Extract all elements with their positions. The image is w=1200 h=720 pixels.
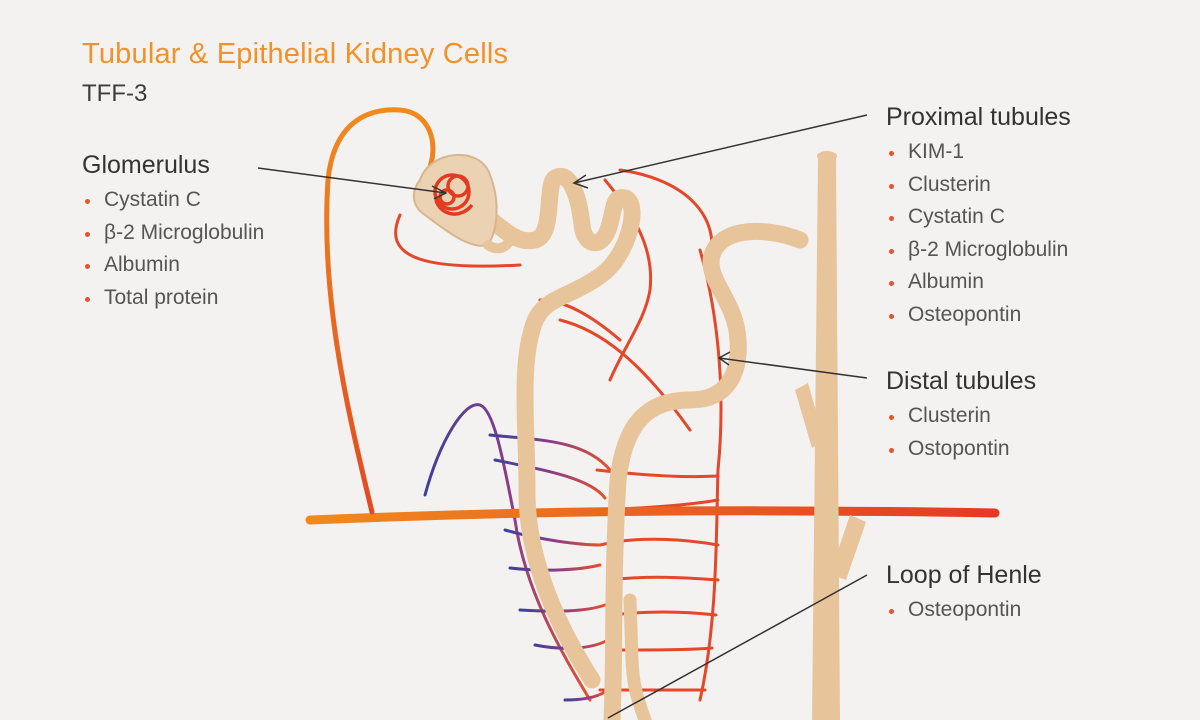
proximal-tubules-group: Proximal tubules KIM-1 Clusterin Cystati…	[886, 102, 1071, 331]
proximal-tubules-list: KIM-1 Clusterin Cystatin C β-2 Microglob…	[886, 136, 1071, 331]
list-item: Osteopontin	[886, 299, 1071, 332]
arcuate-vessels	[310, 497, 995, 520]
list-item: Clusterin	[886, 169, 1071, 202]
loop-of-henle-group: Loop of Henle Osteopontin	[886, 560, 1042, 627]
bullet-icon	[889, 151, 894, 156]
bullet-icon	[85, 297, 90, 302]
list-item-label: Clusterin	[908, 404, 991, 427]
list-item-label: Albumin	[908, 270, 984, 293]
list-item: KIM-1	[886, 136, 1071, 169]
afferent-arteriole	[327, 110, 433, 512]
bullet-icon	[889, 415, 894, 420]
list-item-label: KIM-1	[908, 140, 964, 163]
bullet-icon	[889, 184, 894, 189]
bullet-icon	[889, 281, 894, 286]
list-item: Cystatin C	[82, 184, 264, 217]
list-item-label: Ostopontin	[908, 437, 1010, 460]
list-item: β-2 Microglobulin	[886, 234, 1071, 267]
list-item-label: Total protein	[104, 286, 218, 309]
bullet-icon	[889, 448, 894, 453]
bullet-icon	[889, 609, 894, 614]
bullet-icon	[889, 216, 894, 221]
list-item: Albumin	[886, 266, 1071, 299]
loop-of-henle-title: Loop of Henle	[886, 560, 1042, 590]
list-item-label: Osteopontin	[908, 598, 1021, 621]
list-item-label: Osteopontin	[908, 303, 1021, 326]
proximal-tubules-title: Proximal tubules	[886, 102, 1071, 132]
list-item: Cystatin C	[886, 201, 1071, 234]
distal-tubules-group: Distal tubules Clusterin Ostopontin	[886, 366, 1036, 465]
distal-tubules-title: Distal tubules	[886, 366, 1036, 396]
list-item-label: β-2 Microglobulin	[908, 238, 1068, 261]
glomerulus-group: Glomerulus Cystatin C β-2 Microglobulin …	[82, 150, 264, 314]
list-item: Clusterin	[886, 400, 1036, 433]
glomerulus-list: Cystatin C β-2 Microglobulin Albumin Tot…	[82, 184, 264, 314]
list-item: β-2 Microglobulin	[82, 217, 264, 250]
list-item-label: Clusterin	[908, 173, 991, 196]
loop-of-henle-list: Osteopontin	[886, 594, 1042, 627]
list-item: Ostopontin	[886, 433, 1036, 466]
page-subtitle: TFF-3	[82, 80, 147, 108]
list-item: Osteopontin	[886, 594, 1042, 627]
page-title: Tubular & Epithelial Kidney Cells	[82, 38, 508, 71]
bullet-icon	[889, 249, 894, 254]
list-item-label: Albumin	[104, 253, 180, 276]
list-item-label: β-2 Microglobulin	[104, 221, 264, 244]
bullet-icon	[85, 199, 90, 204]
bullet-icon	[85, 264, 90, 269]
glomerulus-title: Glomerulus	[82, 150, 264, 180]
distal-tubules-list: Clusterin Ostopontin	[886, 400, 1036, 465]
bullet-icon	[85, 232, 90, 237]
list-item-label: Cystatin C	[908, 205, 1005, 228]
bullet-icon	[889, 314, 894, 319]
list-item: Albumin	[82, 249, 264, 282]
list-item-label: Cystatin C	[104, 188, 201, 211]
list-item: Total protein	[82, 282, 264, 315]
